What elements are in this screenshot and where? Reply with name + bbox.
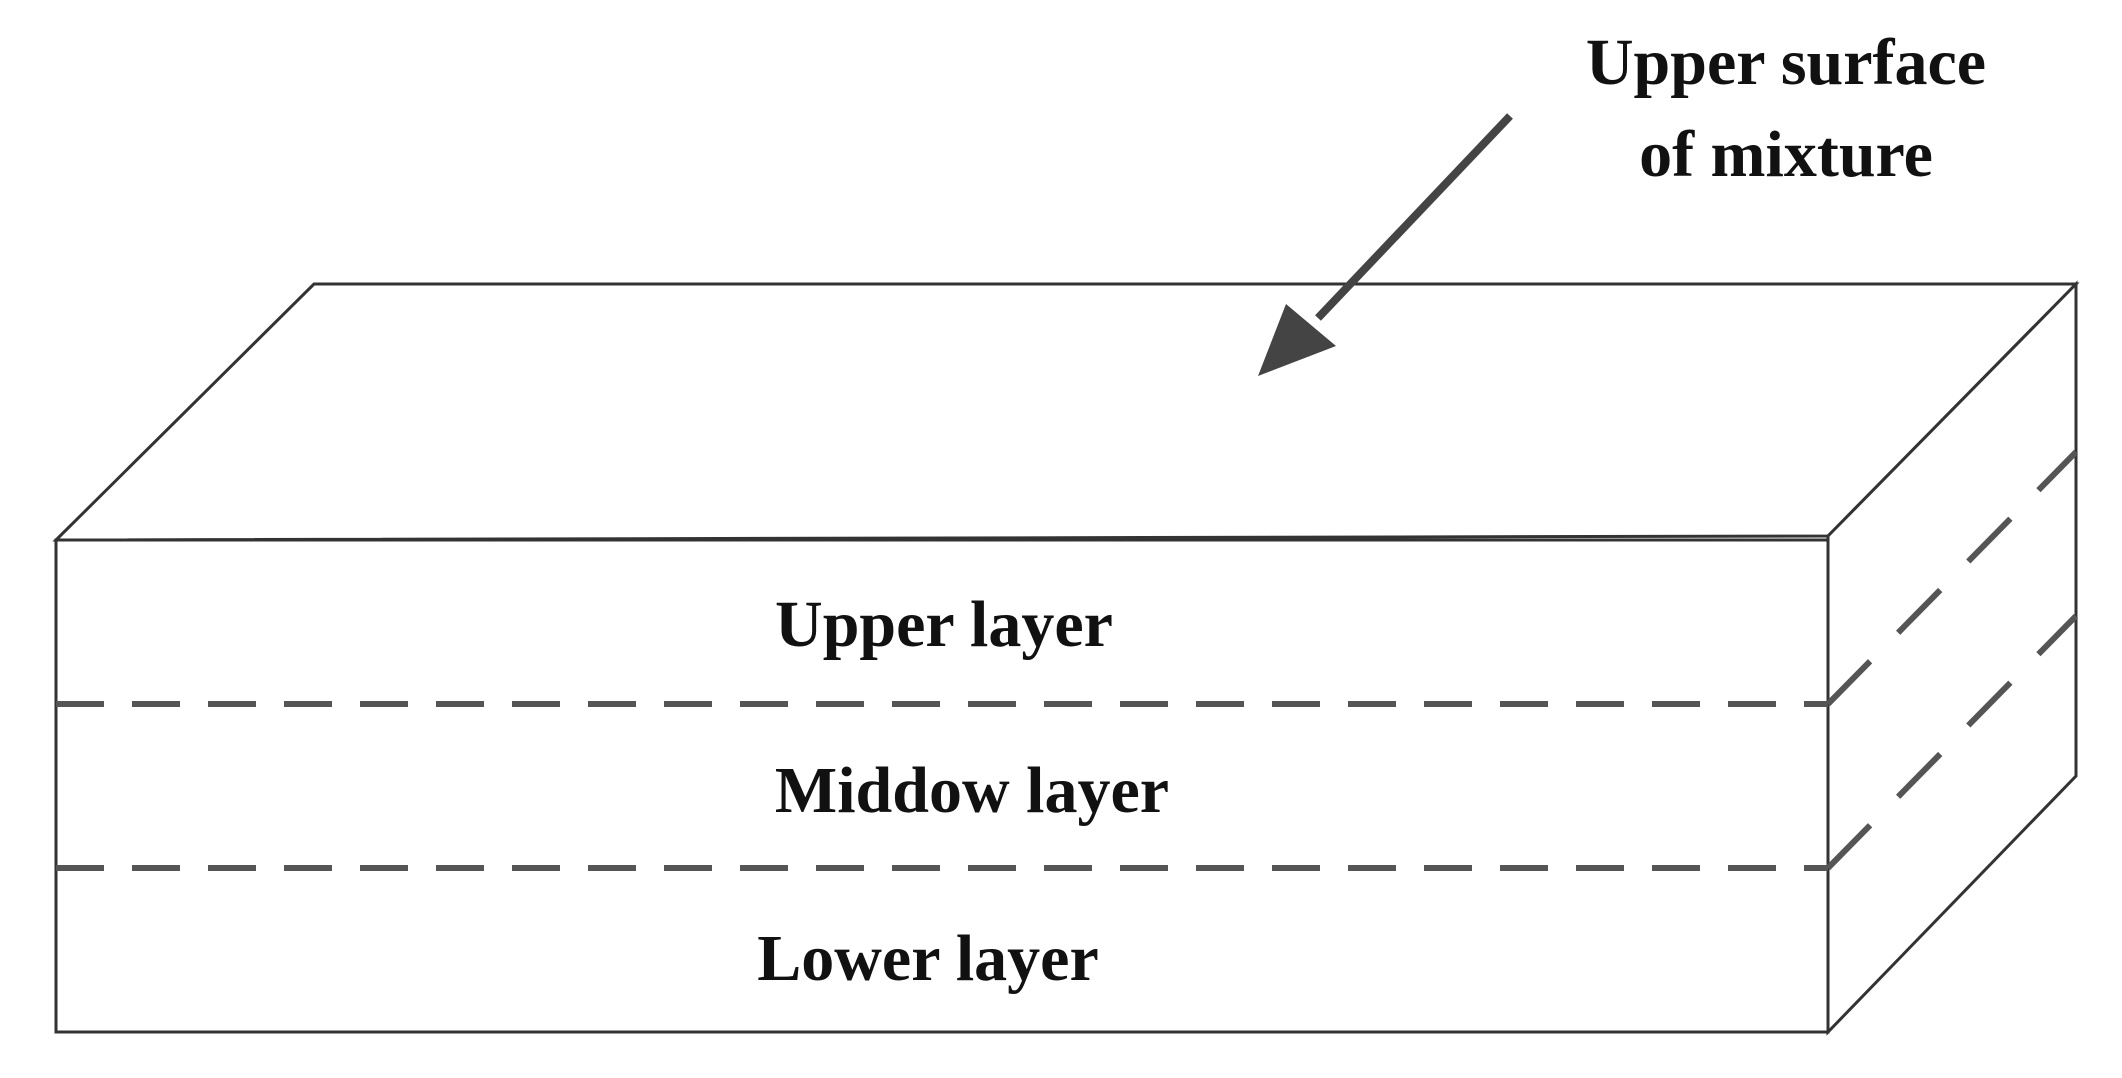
lower-layer-label: Lower layer — [757, 922, 1099, 995]
upper-layer-label: Upper layer — [775, 588, 1113, 661]
front-face — [54, 538, 1830, 1034]
top-face — [52, 282, 2080, 542]
side-boundary-upper-middle — [1825, 449, 2079, 707]
middle-layer-label: Middow layer — [775, 754, 1169, 827]
side-boundary-middle-lower — [1825, 613, 2079, 871]
callout-arrow-head — [1258, 304, 1336, 376]
callout-label-line1: Upper surface — [1586, 26, 1986, 99]
callout-arrow-shaft — [1315, 113, 1513, 321]
callout-label-line2: of mixture — [1639, 118, 1933, 191]
